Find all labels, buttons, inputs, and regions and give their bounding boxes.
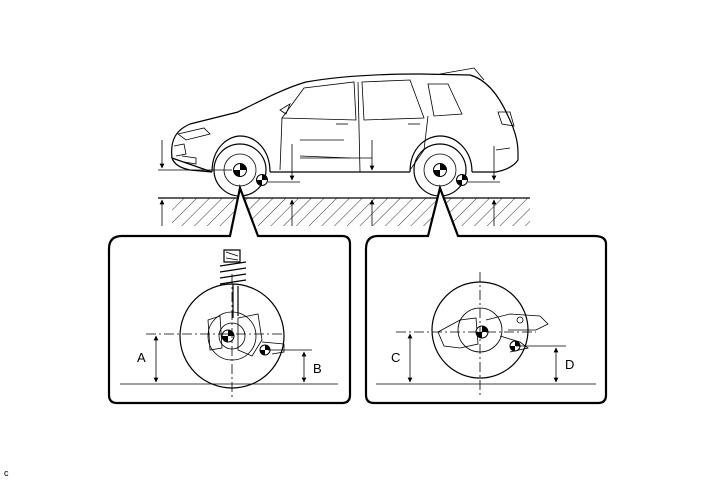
rear-measuring-point-marker [456,174,468,186]
car-reference-lines [158,157,500,183]
rear-wheel-callout [364,184,608,405]
label-d: D [565,357,574,372]
front-measuring-point-marker [256,174,268,186]
front-wheel-callout [107,184,352,405]
label-b: B [313,361,322,376]
car-dimension-arrows [159,140,497,226]
front-axle-center-marker [233,163,247,177]
label-a: A [137,350,146,365]
ground [158,197,530,226]
corner-label: c [4,468,9,478]
rear-axle-center-marker [433,163,447,177]
label-c: C [391,350,400,365]
